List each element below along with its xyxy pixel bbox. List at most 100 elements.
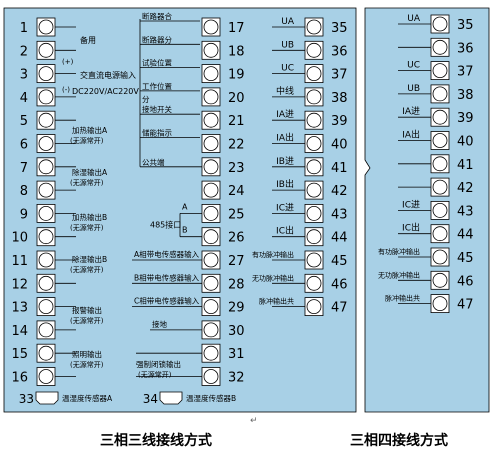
terminal-14-screw-icon[interactable] <box>38 322 54 338</box>
terminal-r-36-screw-icon[interactable] <box>432 39 448 55</box>
terminal-c-43-screw-icon[interactable] <box>306 205 322 221</box>
label-r-44-function: IC出 <box>402 222 420 234</box>
terminal-c-45-screw-icon[interactable] <box>306 252 322 268</box>
terminal-27-screw-icon[interactable] <box>203 252 219 268</box>
terminal-9-screw-icon[interactable] <box>38 205 54 221</box>
terminal-19-screw-icon[interactable] <box>203 66 219 81</box>
label-c-37-function: UC <box>281 64 294 74</box>
terminal-2-screw-icon[interactable] <box>38 42 54 58</box>
terminal-16-screw-icon[interactable] <box>38 369 54 384</box>
terminal-c-43-number: 43 <box>331 207 348 222</box>
terminal-c-40-screw-icon[interactable] <box>306 136 322 151</box>
label-11-contact-type: (无源常开) <box>70 265 104 274</box>
terminal-r-44-screw-icon[interactable] <box>432 226 448 242</box>
terminal-r-43-number: 43 <box>457 204 474 219</box>
terminal-r-43-screw-icon[interactable] <box>432 202 448 218</box>
sensor-33-connector-icon[interactable] <box>35 391 59 405</box>
terminal-17-screw-icon[interactable] <box>203 19 219 35</box>
terminal-30-screw-icon[interactable] <box>203 322 219 338</box>
terminal-1-screw-icon[interactable] <box>38 19 54 35</box>
terminal-c-47-screw-icon[interactable] <box>306 299 322 315</box>
terminal-c-42-screw-icon[interactable] <box>306 182 322 198</box>
terminal-18-screw-icon[interactable] <box>203 42 219 58</box>
label-13-contact-type: (无源常开) <box>70 316 104 325</box>
terminal-r-39-screw-icon[interactable] <box>432 109 448 125</box>
label-c-35-function: UA <box>281 17 295 27</box>
terminal-7-screw-icon[interactable] <box>38 159 54 175</box>
label-9-contact-type: (无源常开) <box>70 223 104 232</box>
terminal-r-35-screw-icon[interactable] <box>432 16 448 32</box>
terminal-c-46-screw-icon[interactable] <box>306 275 322 291</box>
left-panel <box>3 7 357 413</box>
caption-three-phase-three-wire: 三相三线接线方式 <box>100 433 212 449</box>
label-c-36-function: UB <box>281 40 294 50</box>
terminal-5-screw-icon[interactable] <box>38 112 54 128</box>
terminal-r-46-number: 46 <box>457 274 474 289</box>
label-spare: 备用 <box>80 35 96 45</box>
terminal-28-screw-icon[interactable] <box>203 275 219 291</box>
terminal-r-35-number: 35 <box>457 18 474 33</box>
terminal-8-screw-icon[interactable] <box>38 182 54 198</box>
terminal-r-38-screw-icon[interactable] <box>432 86 448 102</box>
terminal-c-35-screw-icon[interactable] <box>306 19 322 35</box>
terminal-25-screw-icon[interactable] <box>203 205 219 221</box>
terminal-r-38-number: 38 <box>457 88 474 103</box>
terminal-21-screw-icon[interactable] <box>203 112 219 128</box>
label-7-function: 除湿输出A <box>72 167 108 177</box>
terminal-r-41-screw-icon[interactable] <box>432 156 448 172</box>
label-21-function: 接地开关 <box>142 104 172 114</box>
terminal-12-screw-icon[interactable] <box>38 275 54 291</box>
terminal-29-number: 29 <box>228 301 245 316</box>
terminal-25-number: 25 <box>228 207 245 222</box>
terminal-10-screw-icon[interactable] <box>38 229 54 245</box>
terminal-r-47-screw-icon[interactable] <box>432 296 448 312</box>
terminal-22-screw-icon[interactable] <box>203 136 219 151</box>
label-power-voltage: DC220V/AC220V <box>72 87 139 96</box>
terminal-r-40-screw-icon[interactable] <box>432 133 448 148</box>
terminal-26-screw-icon[interactable] <box>203 229 219 245</box>
terminal-c-37-screw-icon[interactable] <box>306 66 322 81</box>
terminal-20-screw-icon[interactable] <box>203 89 219 105</box>
terminal-c-37-number: 37 <box>331 68 348 83</box>
label-25-A: A <box>182 202 188 211</box>
terminal-30-number: 30 <box>228 324 245 339</box>
terminal-15-screw-icon[interactable] <box>38 345 54 361</box>
sensor-34-connector-icon[interactable] <box>159 391 183 405</box>
terminal-c-36-screw-icon[interactable] <box>306 42 322 58</box>
terminal-r-47-number: 47 <box>457 298 474 313</box>
terminal-31-screw-icon[interactable] <box>203 345 219 361</box>
caption-three-phase-four-wire: 三相四接线方式 <box>350 433 448 449</box>
label-22-function: 储能指示 <box>142 128 172 138</box>
terminal-23-screw-icon[interactable] <box>203 159 219 175</box>
terminal-13-screw-icon[interactable] <box>38 299 54 315</box>
terminal-c-44-screw-icon[interactable] <box>306 229 322 245</box>
terminal-r-45-screw-icon[interactable] <box>432 249 448 265</box>
terminal-r-37-screw-icon[interactable] <box>432 63 448 78</box>
terminal-24-number: 24 <box>228 184 245 199</box>
terminal-c-39-number: 39 <box>331 114 348 129</box>
terminal-r-46-screw-icon[interactable] <box>432 272 448 288</box>
terminal-3-screw-icon[interactable] <box>38 66 54 81</box>
terminal-c-38-screw-icon[interactable] <box>306 89 322 105</box>
terminal-r-41-number: 41 <box>457 158 474 173</box>
terminal-14-number: 14 <box>11 324 28 339</box>
terminal-32-screw-icon[interactable] <box>203 369 219 384</box>
terminal-4-screw-icon[interactable] <box>38 89 54 105</box>
terminal-11-number: 11 <box>11 254 28 269</box>
terminal-8-number: 8 <box>20 184 28 199</box>
terminal-c-46-number: 46 <box>331 277 348 292</box>
terminal-c-39-screw-icon[interactable] <box>306 112 322 128</box>
label-c-44-function: IC出 <box>276 225 294 237</box>
terminal-11-screw-icon[interactable] <box>38 252 54 268</box>
terminal-6-screw-icon[interactable] <box>38 136 54 151</box>
terminal-c-41-screw-icon[interactable] <box>306 159 322 175</box>
terminal-c-47-number: 47 <box>331 301 348 316</box>
label-6-contact-type: (无源常开) <box>70 136 104 145</box>
terminal-29-screw-icon[interactable] <box>203 299 219 315</box>
terminal-r-42-number: 42 <box>457 181 474 196</box>
wiring-lines <box>55 19 431 377</box>
label-r-38-function: UB <box>407 84 420 94</box>
terminal-24-screw-icon[interactable] <box>203 182 219 198</box>
terminal-r-42-screw-icon[interactable] <box>432 179 448 195</box>
